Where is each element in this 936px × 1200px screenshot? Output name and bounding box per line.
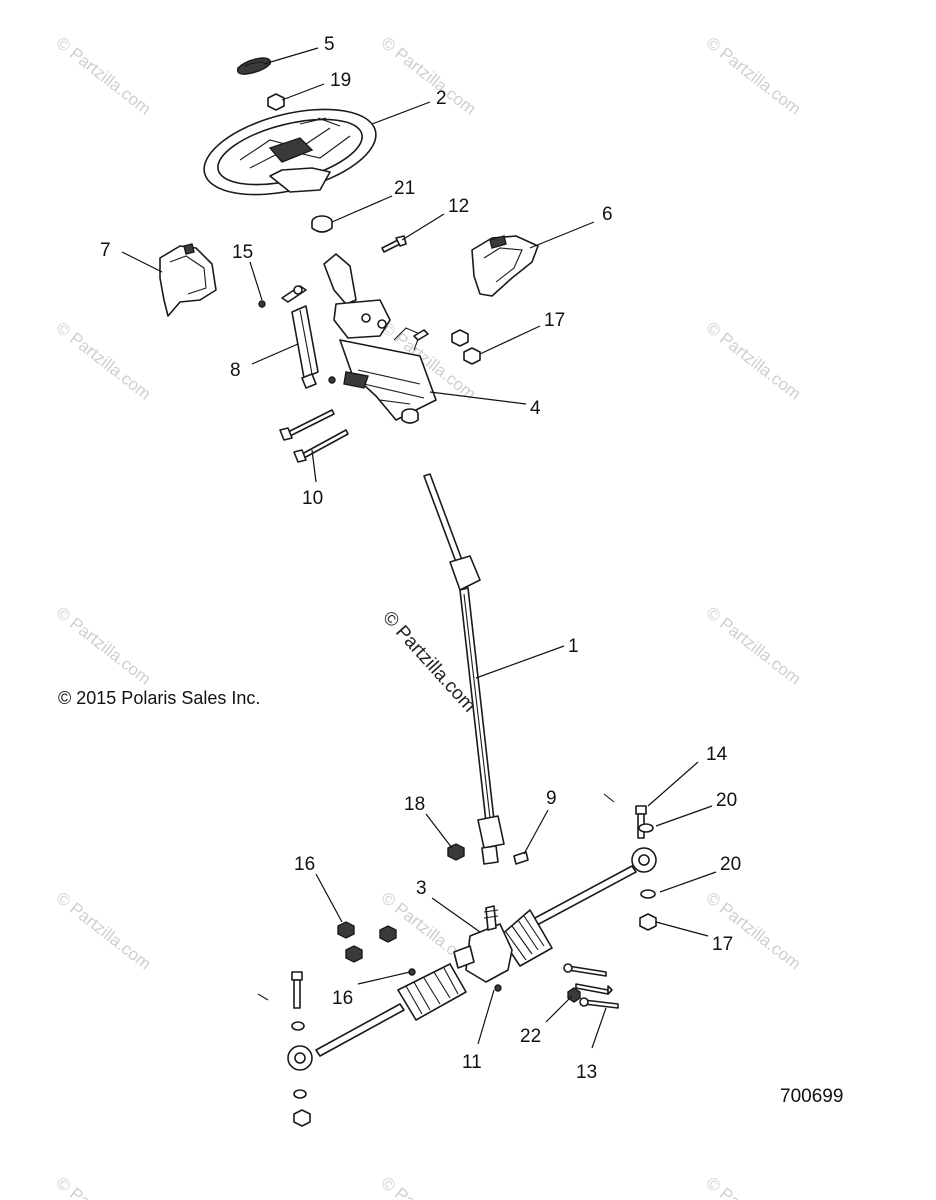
watermark: © Partzilla.com <box>703 888 805 974</box>
callout-6: 6 <box>602 204 613 225</box>
callout-19: 19 <box>330 70 351 91</box>
callout-5: 5 <box>324 34 335 55</box>
callout-2: 2 <box>436 88 447 109</box>
part-steering-rack <box>287 847 657 1071</box>
callout-20-b: 20 <box>720 854 741 875</box>
part-bolt-14 <box>603 793 647 839</box>
part-gas-strut <box>281 285 336 389</box>
part-stud-near-bracket <box>413 329 429 341</box>
watermark: © Partzilla.com <box>703 318 805 404</box>
callout-1: 1 <box>568 636 579 657</box>
watermark: © Partzilla.com <box>53 1173 155 1200</box>
watermark: © Partzilla.com <box>378 1173 480 1200</box>
callout-17-upper: 17 <box>544 310 565 331</box>
part-screw-12 <box>381 235 407 253</box>
callout-14: 14 <box>706 744 728 765</box>
watermark: © Partzilla.com <box>53 888 155 974</box>
callout-8: 8 <box>230 360 241 381</box>
callout-11: 11 <box>462 1052 482 1073</box>
part-left-cover <box>159 243 217 317</box>
callout-3: 3 <box>416 878 427 899</box>
part-nuts-16 <box>337 921 397 963</box>
part-pin-15 <box>258 300 266 308</box>
part-bolts-10 <box>279 409 349 463</box>
leader-lines <box>121 47 717 1049</box>
part-washer-20-a <box>638 823 654 833</box>
part-right-cover <box>471 235 539 297</box>
part-bolt-left <box>257 971 311 1127</box>
callout-15: 15 <box>232 242 253 263</box>
callout-9: 9 <box>546 788 557 809</box>
callout-7: 7 <box>100 240 111 261</box>
callout-numbers: 5 19 2 21 12 6 7 15 17 8 4 10 1 14 18 9 … <box>100 34 741 1083</box>
part-steering-cap <box>236 57 272 75</box>
watermark: © Partzilla.com <box>53 603 155 689</box>
callout-18: 18 <box>404 794 425 815</box>
part-washer-22 <box>567 987 581 1003</box>
watermark: © Partzilla.com <box>53 318 155 404</box>
callout-12: 12 <box>448 196 469 217</box>
part-nut-19 <box>267 93 285 111</box>
callout-10: 10 <box>302 488 323 509</box>
watermark: © Partzilla.com <box>378 33 480 119</box>
part-screw-9 <box>513 851 529 865</box>
callout-17-lower: 17 <box>712 934 733 955</box>
part-steering-shaft <box>423 473 505 865</box>
watermark: © Partzilla.com <box>703 1173 805 1200</box>
callout-13: 13 <box>576 1062 597 1083</box>
callout-22: 22 <box>520 1026 541 1047</box>
callout-16-b: 16 <box>332 988 353 1009</box>
callout-16-a: 16 <box>294 854 315 875</box>
part-steering-wheel <box>203 108 377 196</box>
watermark: © Partzilla.com <box>703 33 805 119</box>
part-tilt-bracket <box>323 253 437 421</box>
watermark: © Partzilla.com <box>53 33 155 119</box>
callout-4: 4 <box>530 398 541 419</box>
watermarks: © Partzilla.com © Partzilla.com © Partzi… <box>53 33 805 1200</box>
part-bolts-13 <box>563 963 619 1009</box>
diagram-number: 700699 <box>780 1086 844 1107</box>
callout-20-a: 20 <box>716 790 737 811</box>
part-washer-20-b <box>640 889 656 899</box>
copyright-notice: © 2015 Polaris Sales Inc. <box>58 688 261 708</box>
part-bushing-21 <box>311 215 333 233</box>
part-bushing-lower <box>401 408 419 424</box>
part-nut-17-upper <box>451 329 481 365</box>
watermark: © Partzilla.com <box>703 603 805 689</box>
part-nut-17-lower <box>639 913 657 931</box>
callout-21: 21 <box>394 178 415 199</box>
